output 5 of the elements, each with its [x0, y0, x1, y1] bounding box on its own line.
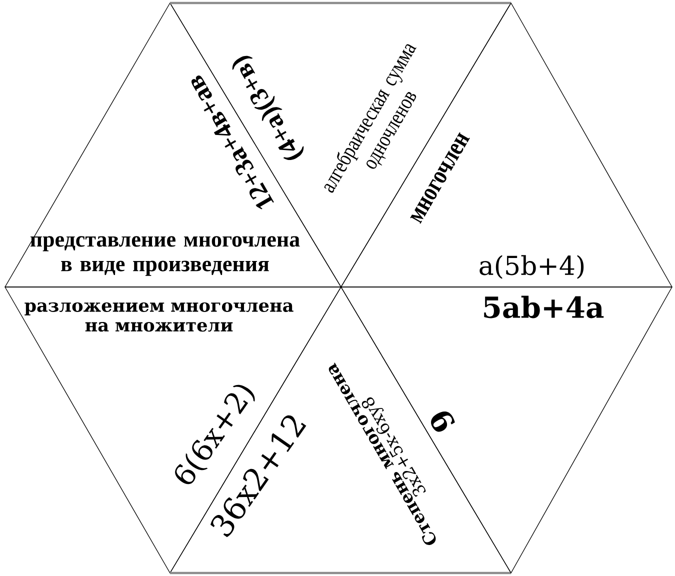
number-label: 9 [431, 412, 455, 432]
phrase-label: представление многочлена в виде произведения [30, 236, 300, 276]
formula-label: 5ab+4a [484, 296, 604, 318]
phrase-label: разложением многочлена на множители [24, 302, 294, 332]
formula-label: a(5b+4) [480, 255, 584, 279]
